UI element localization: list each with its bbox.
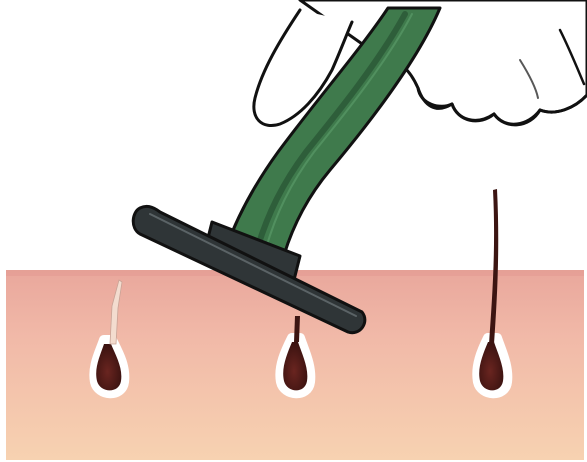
shaving-illustration	[0, 0, 587, 462]
